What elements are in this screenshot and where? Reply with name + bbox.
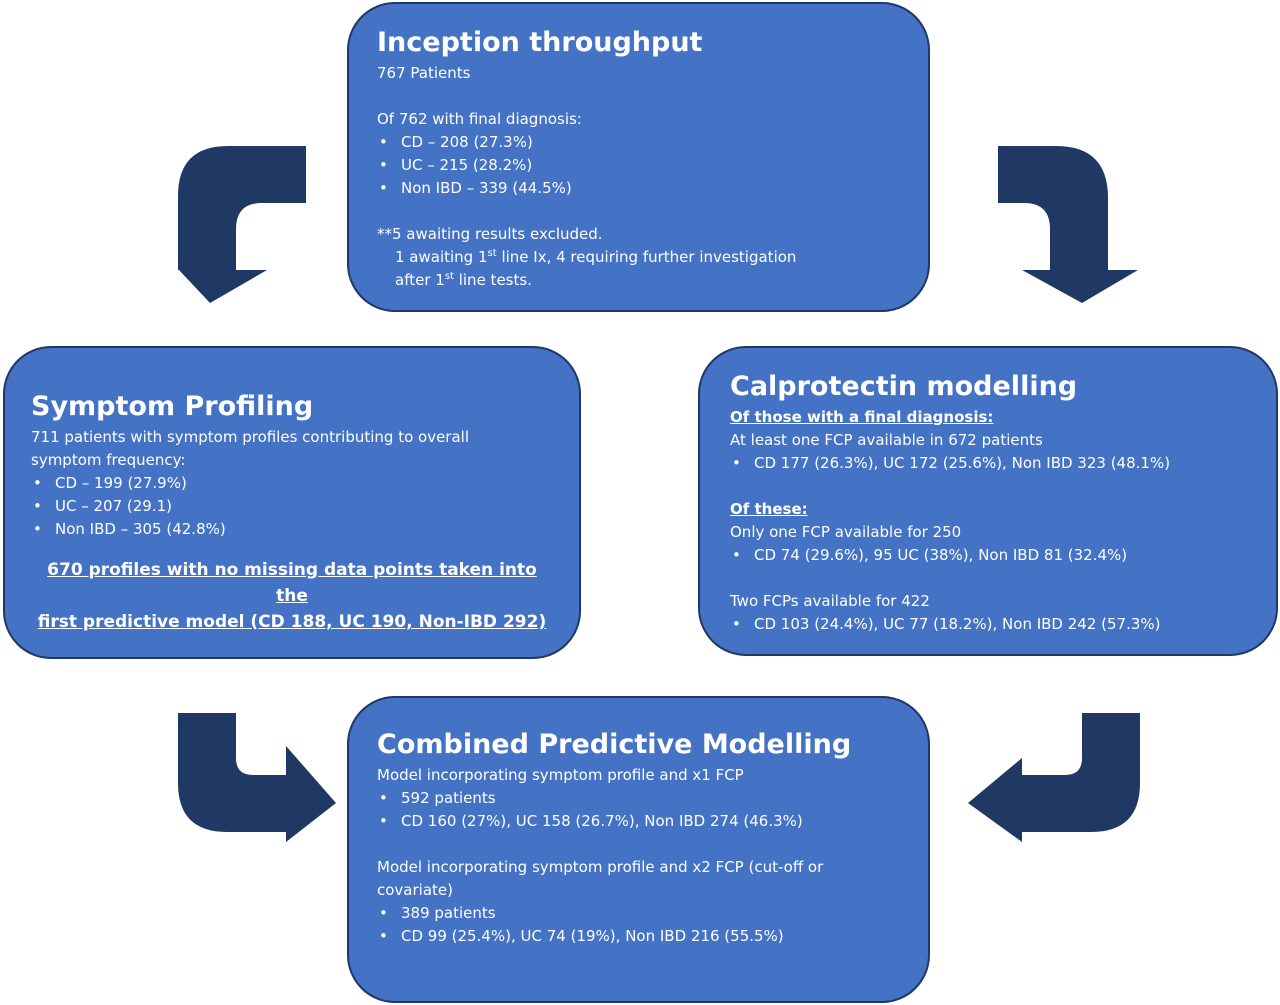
list-item: 592 patients — [377, 787, 908, 810]
list-item: CD – 208 (27.3%) — [377, 131, 928, 154]
list-item: CD 177 (26.3%), UC 172 (25.6%), Non IBD … — [730, 452, 1256, 475]
calprotectin-list-3: CD 103 (24.4%), UC 77 (18.2%), Non IBD 2… — [730, 613, 1256, 636]
inception-final-dx-intro: Of 762 with final diagnosis: — [377, 110, 582, 128]
calprotectin-list-2: CD 74 (29.6%), 95 UC (38%), Non IBD 81 (… — [730, 544, 1256, 567]
combined-model-2-line-2: covariate) — [377, 881, 453, 899]
calprotectin-modelling-box: Calprotectin modelling Of those with a f… — [698, 346, 1278, 656]
calprotectin-line-3: Two FCPs available for 422 — [730, 592, 930, 610]
symptom-highlight-line-1: 670 profiles with no missing data points… — [47, 560, 537, 606]
symptom-model-highlight: 670 profiles with no missing data points… — [31, 557, 553, 635]
combined-list-2: 389 patients CD 99 (25.4%), UC 74 (19%),… — [377, 902, 908, 948]
symptom-highlight-line-2: first predictive model (CD 188, UC 190, … — [37, 612, 547, 632]
arrow-calprotectin-to-combined — [968, 713, 1140, 842]
list-item: UC – 207 (29.1) — [31, 495, 553, 518]
inception-note-line-1: 1 awaiting 1st line Ix, 4 requiring furt… — [395, 248, 797, 266]
symptom-intro-line-2: symptom frequency: — [31, 451, 186, 469]
list-item: Non IBD – 339 (44.5%) — [377, 177, 928, 200]
list-item: CD 99 (25.4%), UC 74 (19%), Non IBD 216 … — [377, 925, 908, 948]
calprotectin-subhead-1: Of those with a final diagnosis: — [730, 408, 994, 426]
arrow-top-to-symptom — [178, 146, 306, 303]
inception-note-line-2: after 1st line tests. — [395, 271, 532, 289]
calprotectin-line-2: Only one FCP available for 250 — [730, 523, 962, 541]
combined-list-1: 592 patients CD 160 (27%), UC 158 (26.7%… — [377, 787, 908, 833]
combined-predictive-modelling-box: Combined Predictive Modelling Model inco… — [347, 696, 930, 1003]
inception-dx-list: CD – 208 (27.3%) UC – 215 (28.2%) Non IB… — [377, 131, 928, 200]
symptom-dx-list: CD – 199 (27.9%) UC – 207 (29.1) Non IBD… — [31, 472, 553, 541]
list-item: UC – 215 (28.2%) — [377, 154, 928, 177]
inception-note-title: **5 awaiting results excluded. — [377, 225, 603, 243]
list-item: CD 160 (27%), UC 158 (26.7%), Non IBD 27… — [377, 810, 908, 833]
symptom-title: Symptom Profiling — [31, 391, 314, 422]
calprotectin-list-1: CD 177 (26.3%), UC 172 (25.6%), Non IBD … — [730, 452, 1256, 475]
symptom-intro-line-1: 711 patients with symptom profiles contr… — [31, 428, 470, 446]
combined-title: Combined Predictive Modelling — [377, 729, 852, 760]
calprotectin-subhead-2: Of these: — [730, 500, 808, 518]
list-item: CD 103 (24.4%), UC 77 (18.2%), Non IBD 2… — [730, 613, 1256, 636]
inception-title: Inception throughput — [377, 27, 703, 58]
inception-patients: 767 Patients — [377, 64, 471, 82]
arrow-top-to-calprotectin — [998, 146, 1138, 303]
inception-throughput-box: Inception throughput 767 Patients Of 762… — [347, 2, 930, 312]
combined-model-2-line-1: Model incorporating symptom profile and … — [377, 858, 824, 876]
list-item: CD – 199 (27.9%) — [31, 472, 553, 495]
symptom-profiling-box: Symptom Profiling 711 patients with symp… — [3, 346, 581, 659]
list-item: 389 patients — [377, 902, 908, 925]
calprotectin-line-1: At least one FCP available in 672 patien… — [730, 431, 1043, 449]
calprotectin-title: Calprotectin modelling — [730, 371, 1078, 402]
list-item: CD 74 (29.6%), 95 UC (38%), Non IBD 81 (… — [730, 544, 1256, 567]
arrow-symptom-to-combined — [178, 713, 336, 842]
combined-model-1: Model incorporating symptom profile and … — [377, 766, 744, 784]
list-item: Non IBD – 305 (42.8%) — [31, 518, 553, 541]
